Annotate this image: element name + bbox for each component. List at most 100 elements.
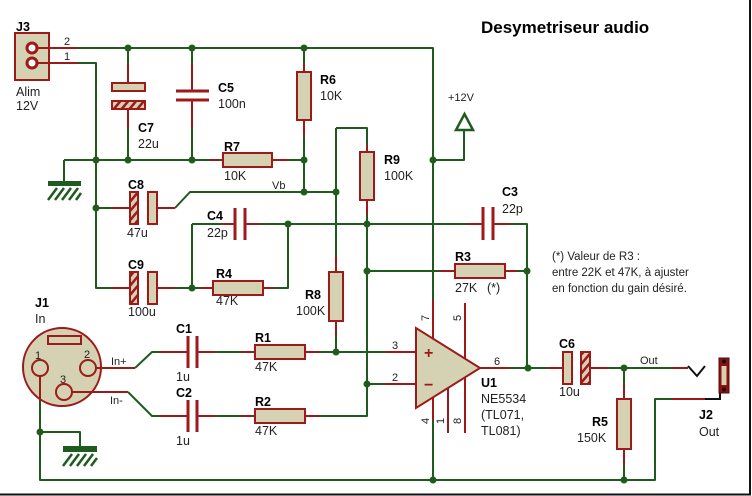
c6-ref: C6 [559, 337, 575, 351]
j3-pin1-label: 1 [64, 51, 70, 63]
junction-dot [284, 220, 292, 228]
r4-ref: R4 [216, 267, 232, 281]
r6-ref: R6 [320, 73, 336, 87]
r7-ref: R7 [224, 140, 240, 154]
resistor-r8: R8 100K [296, 256, 344, 336]
wires [39, 47, 672, 481]
c2-ref: C2 [176, 386, 192, 400]
junction-dot [523, 267, 531, 275]
note-line: (*) Valeur de R3 : [552, 251, 640, 263]
c8-ref: C8 [128, 178, 144, 192]
r3-note-mark: (*) [487, 281, 500, 295]
u1-alt1: (TL071, [481, 408, 524, 422]
c4-ref: C4 [207, 209, 223, 223]
r8-ref: R8 [305, 288, 321, 302]
jack-tip-icon [687, 365, 706, 378]
c7-value: 22u [138, 137, 159, 151]
junction-dot [363, 220, 371, 228]
j2-ref: J2 [699, 408, 713, 422]
junction-dot [300, 44, 308, 52]
j3-label-alim: Alim [16, 85, 40, 99]
u1-pin5-label: 5 [452, 315, 464, 321]
j1-pin3-label: 3 [60, 374, 66, 386]
r8-value: 100K [296, 304, 326, 318]
u1-pin4-label: 4 [420, 418, 432, 424]
capacitor-c2: C2 1u [160, 386, 215, 448]
junction-dot [124, 44, 132, 52]
resistor-r4: R4 47K [200, 267, 275, 308]
junction-dot [620, 364, 628, 372]
capacitor-c3: C3 22p [467, 185, 523, 240]
junction-dot [188, 156, 196, 164]
vcc-supply: +12V [448, 92, 476, 132]
r9-value: 100K [384, 169, 414, 183]
j1-value: In [35, 312, 45, 326]
c2-value: 1u [176, 434, 190, 448]
u1-part: NE5534 [481, 392, 526, 406]
junction-dot [429, 156, 437, 164]
pin-icon [55, 383, 73, 401]
capacitor-c6: C6 10u [548, 337, 608, 399]
ground-icon [62, 446, 98, 467]
junction-dot [92, 156, 100, 164]
r3-ref: R3 [455, 250, 471, 264]
c5-value: 100n [218, 97, 246, 111]
r9-ref: R9 [384, 153, 400, 167]
resistor-r3: R3 27K (*) [440, 250, 517, 295]
j1-ref: J1 [35, 296, 49, 310]
r5-value: 150K [577, 431, 607, 445]
r3-value: 27K [455, 281, 478, 295]
c6-value: 10u [559, 385, 580, 399]
net-label-in-plus: In+ [111, 356, 127, 368]
resistor-r2: R2 47K [240, 395, 320, 438]
junctions [36, 44, 628, 484]
junction-dot [620, 476, 628, 484]
u1-pin2-label: 2 [392, 372, 398, 384]
junction-dot [300, 188, 308, 196]
junction-dot [92, 204, 100, 212]
capacitor-c5: C5 100n [176, 48, 246, 160]
c1-ref: C1 [176, 322, 192, 336]
connector-j1-xlr: 1 2 3 J1 In [22, 296, 135, 407]
resistor-r6: R6 10K [296, 48, 343, 192]
u1-ref: U1 [481, 376, 497, 390]
r3-note: (*) Valeur de R3 : entre 22K et 47K, à a… [552, 251, 689, 295]
resistor-r7: R7 10K [210, 140, 288, 183]
pin-icon [31, 359, 49, 377]
resistor-r5: R5 150K [577, 384, 632, 465]
diagram-title: Desymetriseur audio [481, 18, 649, 37]
note-line: en fonction du gain désiré. [552, 283, 687, 295]
r5-ref: R5 [592, 415, 608, 429]
pin-icon [79, 359, 97, 377]
capacitor-c7: C7 22u [111, 48, 159, 160]
c9-ref: C9 [128, 258, 144, 272]
u1-alt2: TL081) [481, 424, 521, 438]
capacitor-c8: C8 47u [112, 178, 175, 240]
junction-dot [300, 156, 308, 164]
junction-dot [363, 267, 371, 275]
resistor-r1: R1 47K [240, 331, 320, 374]
j3-label-voltage: 12V [16, 99, 39, 113]
j1-pin1-label: 1 [35, 350, 41, 362]
junction-dot [332, 348, 340, 356]
c3-value: 22p [502, 202, 523, 216]
connector-j3: J3 2 1 Alim 12V [14, 20, 78, 113]
c1-value: 1u [176, 370, 190, 384]
net-label-out: Out [640, 355, 658, 367]
r2-ref: R2 [255, 395, 271, 409]
resistor-r9: R9 100K [359, 145, 414, 215]
ground-icon [47, 160, 83, 201]
j2-value: Out [699, 425, 720, 439]
j3-ref: J3 [16, 20, 30, 34]
junction-dot [188, 284, 196, 292]
inverting-input-sign: − [424, 377, 433, 394]
net-label-in-minus: In- [110, 395, 123, 407]
r1-ref: R1 [255, 331, 271, 345]
r2-value: 47K [255, 424, 278, 438]
junction-dot [188, 44, 196, 52]
c7-ref: C7 [138, 121, 154, 135]
c4-value: 22p [207, 226, 228, 240]
capacitor-c9: C9 100u [112, 258, 175, 319]
junction-dot [124, 156, 132, 164]
u1-pin1-label: 1 [435, 418, 447, 424]
